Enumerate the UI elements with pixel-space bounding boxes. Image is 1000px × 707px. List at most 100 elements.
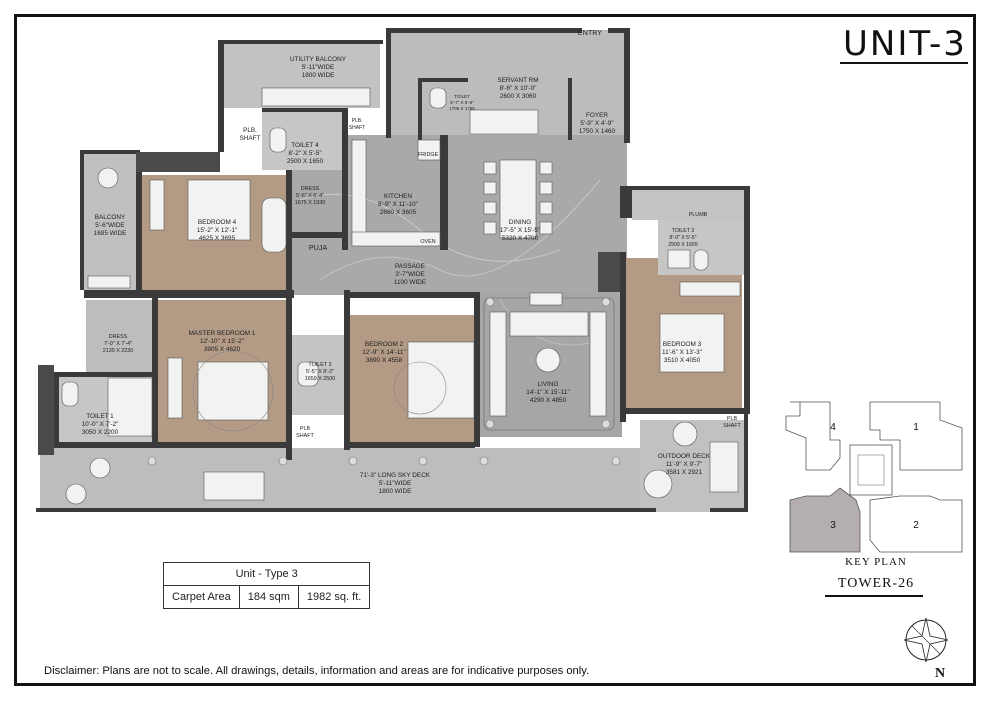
living-sofa	[489, 311, 507, 417]
bedroom4-dim2: 4625 X 3695	[199, 235, 236, 242]
outdoor-deck-lounger	[709, 441, 739, 493]
master-cabinet	[167, 357, 183, 419]
planter	[485, 297, 495, 307]
toilet1-name: TOILET 1	[86, 413, 114, 420]
kitchen-dim1: 8'-9" X 11'-10"	[378, 201, 418, 208]
dining-name: DINING	[509, 219, 531, 226]
wall	[474, 292, 480, 447]
bedroom4-chair	[261, 197, 287, 253]
deck-chair	[89, 457, 111, 479]
key-plan-core-inner	[857, 454, 885, 486]
plumb-label: PLUMB	[689, 212, 708, 218]
bedroom4-bed	[187, 179, 251, 241]
utility-balcony-dim1: 5'-11"WIDE	[302, 64, 335, 71]
key-plan-tower-underline	[825, 595, 923, 597]
wall	[386, 28, 391, 138]
plb-shaft-3-dim: SHAFT	[296, 433, 314, 439]
foyer-name: FOYER	[586, 112, 608, 119]
wall	[38, 365, 54, 455]
key-plan-unit-4: 4	[830, 422, 836, 433]
dining-chair	[483, 161, 497, 175]
servant-toilet-name: TOILET	[454, 94, 470, 99]
servant-rm-dim2: 2600 X 3060	[500, 93, 537, 100]
bedroom2-dim2: 3890 X 4558	[366, 357, 403, 364]
unit-title: UNIT-3	[843, 24, 967, 64]
toilet4-dim2: 2500 X 1650	[287, 158, 324, 165]
plb-shaft-2-name: PLB.	[352, 118, 363, 124]
servant-toilet-dim1: 5'-7" X 5'-9"	[450, 100, 474, 105]
unit-title-underline	[840, 62, 968, 64]
key-plan-title: KEY PLAN	[845, 556, 907, 568]
sky-deck-name: 71'-3" LONG SKY DECK	[360, 472, 431, 479]
bedroom2-bed	[407, 341, 475, 419]
dining-chair	[483, 221, 497, 235]
planter	[479, 456, 489, 466]
wall	[344, 290, 350, 450]
plb-shaft-4-dim: SHAFT	[723, 423, 741, 429]
dining-chair	[483, 201, 497, 215]
page-border	[14, 14, 976, 686]
toilet3-name: TOILET 3	[672, 228, 694, 234]
balcony-chair	[97, 167, 119, 189]
dining-chair	[539, 181, 553, 195]
living-sofa	[589, 311, 607, 417]
toilet2-wc	[297, 361, 319, 387]
wall	[620, 186, 632, 218]
planter	[348, 456, 358, 466]
kitchen-counter	[351, 139, 367, 237]
master-bedroom-name: MASTER BEDROOM 1	[189, 330, 256, 337]
servant-toilet-dim2: 1706 X 1766	[449, 106, 475, 111]
wall	[342, 108, 348, 250]
key-plan: 4 1 3 2	[785, 401, 963, 553]
dress-master-dim1: 7'-0" X 7'-4"	[104, 341, 132, 347]
utility-balcony-name: UTILITY BALCONY	[290, 56, 347, 63]
key-plan-unit-2-shape	[869, 495, 963, 553]
bedroom2-dim1: 12'-9" X 14'-11"	[362, 349, 405, 356]
wall	[440, 135, 448, 250]
wall	[218, 40, 224, 152]
planter	[611, 456, 621, 466]
toilet1-dim1: 10'-0" X 7'-2"	[82, 421, 119, 428]
key-plan-unit-1-shape	[869, 401, 963, 471]
wall	[218, 40, 383, 44]
wall	[598, 252, 620, 292]
wall	[262, 108, 342, 112]
dining-chair	[539, 201, 553, 215]
floor-fills	[40, 30, 748, 512]
dining-chair	[539, 221, 553, 235]
bedroom3-dim1: 11'-6" X 13'-3"	[662, 349, 702, 356]
wall	[286, 170, 292, 460]
wall	[744, 186, 750, 414]
dress-top-dim1: 5'-6" X 6'-4"	[296, 193, 324, 199]
outdoor-deck-name: OUTDOOR DECK	[658, 453, 711, 460]
entry-label: ENTRY	[578, 28, 602, 37]
deck-table	[203, 471, 265, 501]
servant-toilet-wc	[429, 87, 447, 109]
puja-label: PUJA	[309, 243, 328, 252]
toilet3-dim1: 8'-0" X 5'-5"	[669, 235, 696, 241]
planters	[147, 297, 621, 466]
living-dim2: 4290 X 4850	[530, 397, 567, 404]
toilet2-dim2: 1659 X 2500	[305, 376, 336, 382]
outdoor-deck-dim1: 11'-9" X 9'-7"	[666, 461, 702, 468]
plb-shaft-2-dim: SHAFT	[349, 125, 365, 131]
wall	[136, 172, 142, 290]
living-sofa	[509, 311, 589, 337]
dress-top-dim2: 1675 X 1930	[295, 200, 326, 206]
fridge-label: FRIDGE	[418, 152, 439, 158]
planter	[278, 456, 288, 466]
master-rug	[192, 350, 274, 432]
toilet3-basin	[667, 249, 691, 269]
servant-rm-name: SERVANT RM	[497, 77, 538, 84]
area-table-sqm: 184 sqm	[238, 585, 299, 609]
toilet2-dim1: 5'-5" X 8'-2"	[306, 369, 334, 375]
area-table-header: Unit - Type 3	[162, 562, 371, 586]
marble-vein	[499, 299, 601, 346]
passage-dim2: 1100 WIDE	[394, 279, 426, 286]
planter	[147, 456, 157, 466]
wall	[350, 442, 475, 448]
wall	[744, 414, 748, 512]
kitchen-dim2: 2660 X 3605	[380, 209, 417, 216]
sky-deck-dim1: 5'-11"WIDE	[379, 480, 412, 487]
area-table-label: Carpet Area	[163, 585, 240, 609]
